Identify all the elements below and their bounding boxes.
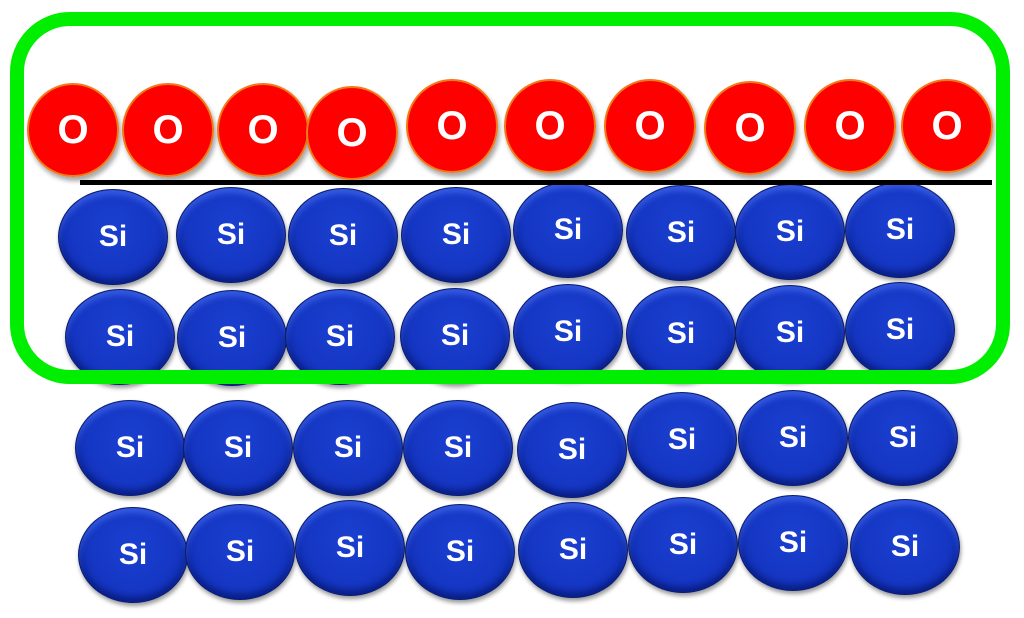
oxygen-atom: O (406, 79, 498, 173)
oxygen-atom: O (122, 83, 214, 177)
oxygen-atom: O (504, 79, 596, 173)
atom-label: Si (443, 431, 473, 464)
silicon-atom: Si (183, 400, 293, 496)
atom-label: O (247, 108, 279, 152)
silicon-atom: Si (738, 390, 848, 486)
silicon-atom: Si (285, 289, 395, 385)
silicon-atom: Si (845, 182, 955, 278)
silicon-atom: Si (848, 390, 958, 486)
silicon-atom: Si (626, 185, 736, 281)
silicon-atom: Si (58, 189, 168, 285)
silicon-atom: Si (403, 400, 513, 496)
atom-label: O (734, 106, 766, 150)
atom-label: Si (557, 433, 587, 466)
atom-label: Si (118, 538, 148, 571)
atom-label: Si (666, 216, 696, 249)
atom-label: O (534, 104, 566, 148)
atom-label: O (336, 111, 368, 155)
silicon-atom: Si (517, 402, 627, 498)
atom-label: Si (668, 528, 698, 561)
silicon-atom: Si (65, 289, 175, 385)
atom-label: Si (885, 313, 915, 346)
atom-label: Si (333, 431, 363, 464)
atom-label: Si (558, 533, 588, 566)
atom-label: Si (115, 431, 145, 464)
atom-label: Si (217, 321, 247, 354)
atom-label: Si (440, 319, 470, 352)
silicon-atom: Si (400, 288, 510, 384)
silicon-atom: Si (626, 286, 736, 382)
atom-label: Si (890, 530, 920, 563)
atom-label: O (634, 104, 666, 148)
atom-label: Si (775, 316, 805, 349)
silicon-atom: Si (295, 500, 405, 596)
silicon-atom: Si (735, 285, 845, 381)
oxygen-atom: O (604, 79, 696, 173)
atom-label: Si (888, 421, 918, 454)
atom-label: Si (225, 535, 255, 568)
atom-label: O (834, 104, 866, 148)
atom-label: Si (885, 213, 915, 246)
atom-label: Si (335, 531, 365, 564)
silicon-atom: Si (293, 400, 403, 496)
atom-label: Si (666, 317, 696, 350)
silicon-atom: Si (75, 400, 185, 496)
atom-label: Si (216, 218, 246, 251)
oxygen-atom: O (901, 79, 993, 173)
atom-label: Si (775, 215, 805, 248)
atom-label: Si (105, 320, 135, 353)
atom-label: Si (553, 213, 583, 246)
silicon-atom: Si (288, 188, 398, 284)
silicon-atom: Si (850, 499, 960, 595)
silicon-atom: Si (78, 507, 188, 603)
atom-label: Si (325, 320, 355, 353)
atom-label: Si (441, 218, 471, 251)
oxygen-atom: O (306, 86, 398, 180)
silicon-atom: Si (627, 392, 737, 488)
silicon-atom: Si (405, 504, 515, 600)
atom-label: Si (445, 535, 475, 568)
surface-region-highlight-box (10, 12, 1010, 384)
silicon-atom: Si (185, 504, 295, 600)
atom-label: Si (223, 431, 253, 464)
atom-label: O (931, 104, 963, 148)
atom-label: Si (778, 526, 808, 559)
atom-label: Si (98, 220, 128, 253)
atom-label: O (57, 108, 89, 152)
atom-label: Si (553, 315, 583, 348)
oxygen-atom: O (27, 83, 119, 177)
silicon-atom: Si (628, 497, 738, 593)
atom-label: Si (667, 423, 697, 456)
oxygen-atom: O (804, 79, 896, 173)
silicon-atom: Si (513, 182, 623, 278)
atom-label: Si (778, 421, 808, 454)
atom-label: O (436, 104, 468, 148)
atom-label: O (152, 108, 184, 152)
silicon-atom: Si (735, 184, 845, 280)
silicon-atom: Si (738, 495, 848, 591)
silicon-atom: Si (401, 187, 511, 283)
surface-interface-line (80, 180, 992, 185)
silicon-atom: Si (845, 282, 955, 378)
silicon-atom: Si (176, 187, 286, 283)
atom-label: Si (328, 219, 358, 252)
oxygen-atom: O (704, 81, 796, 175)
silicon-atom: Si (518, 502, 628, 598)
